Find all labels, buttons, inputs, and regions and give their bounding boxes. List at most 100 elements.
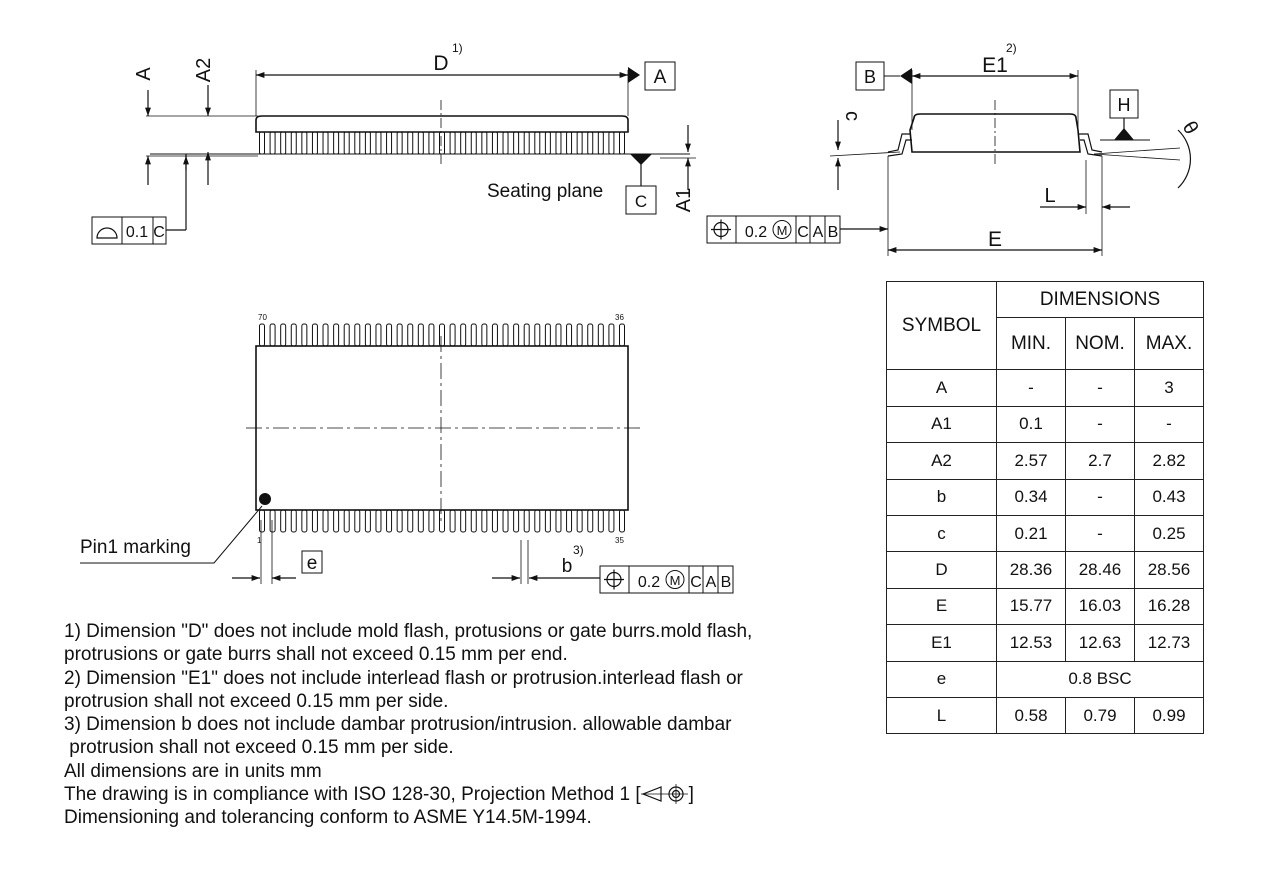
note-3-line-2: protrusion shall not exceed 0.15 mm per …	[64, 737, 454, 759]
projection-method-icon	[640, 784, 688, 805]
lead	[608, 323, 615, 347]
nom-cell: 28.46	[1065, 551, 1135, 589]
lead	[311, 131, 318, 155]
lead	[523, 131, 530, 155]
min-header: MIN.	[996, 317, 1066, 371]
lead	[523, 323, 530, 347]
pin-36-label: 36	[615, 313, 624, 322]
lead	[333, 323, 340, 347]
lead	[460, 323, 467, 347]
lead	[597, 323, 604, 347]
lead	[449, 509, 456, 533]
lead	[280, 131, 287, 155]
lead	[587, 131, 594, 155]
lead	[587, 323, 594, 347]
svg-text:0.1: 0.1	[126, 224, 148, 241]
position-icon	[711, 219, 731, 240]
svg-text:C: C	[153, 224, 165, 241]
lead	[555, 131, 562, 155]
symbol-cell: c	[886, 514, 997, 553]
lead	[386, 509, 393, 533]
lead	[259, 323, 265, 347]
nom-cell: 12.63	[1065, 624, 1135, 662]
lead	[491, 131, 498, 155]
datum-triangle-icon	[628, 67, 640, 83]
svg-text:B: B	[721, 574, 732, 591]
lead	[386, 323, 393, 347]
lead	[513, 323, 520, 347]
symbol-cell: e	[886, 660, 997, 698]
datum-h-label: H	[1118, 95, 1131, 115]
max-cell: 0.99	[1134, 696, 1204, 735]
note-ref-2: 2)	[1006, 41, 1017, 55]
lead	[460, 131, 467, 155]
pin1-marker-dot	[259, 493, 271, 505]
lead	[555, 323, 562, 347]
lead	[587, 509, 594, 533]
lead	[343, 509, 350, 533]
pin-1-label: 1	[257, 536, 262, 545]
lead	[343, 323, 350, 347]
note-2-line-2: protrusion shall not exceed 0.15 mm per …	[64, 690, 449, 712]
min-cell: 0.58	[996, 696, 1066, 735]
min-cell: 0.34	[996, 478, 1066, 516]
lead	[364, 509, 371, 533]
min-cell: 15.77	[996, 587, 1066, 626]
mmc-modifier-icon	[665, 570, 685, 589]
max-cell: 28.56	[1134, 551, 1204, 589]
asme-note: Dimensioning and tolerancing conform to …	[64, 807, 592, 829]
lead	[439, 131, 445, 155]
lead	[576, 509, 583, 533]
note-1-line-2: protrusions or gate burrs shall not exce…	[64, 644, 568, 666]
nom-cell: -	[1065, 405, 1135, 444]
svg-text:0.2: 0.2	[745, 224, 767, 241]
lead	[290, 131, 297, 155]
svg-text:M: M	[777, 223, 788, 238]
lead	[428, 509, 435, 533]
svg-text:0.2: 0.2	[638, 574, 660, 591]
svg-text:B: B	[828, 224, 839, 241]
iso-note: The drawing is in compliance with ISO 12…	[64, 784, 694, 806]
datum-triangle-icon	[900, 68, 912, 84]
lead	[481, 509, 488, 533]
dimensions-header: DIMENSIONS	[996, 280, 1204, 319]
lead	[534, 509, 541, 533]
symbol-cell: A1	[886, 405, 997, 444]
dim-d-label: D	[433, 52, 448, 75]
lead	[375, 323, 382, 347]
flatness-tolerance-frame: 0.1 C	[91, 216, 167, 245]
lead	[523, 509, 530, 533]
lead	[555, 509, 562, 533]
pin-70-label: 70	[258, 313, 267, 322]
lead	[322, 131, 329, 155]
lead	[417, 323, 424, 347]
position-icon	[604, 569, 624, 590]
lead	[470, 509, 477, 533]
lead	[417, 509, 424, 533]
lead	[566, 323, 573, 347]
lead	[502, 131, 509, 155]
lead	[597, 509, 604, 533]
lead	[619, 509, 625, 533]
nom-cell: 16.03	[1065, 587, 1135, 626]
dim-a2-label: A2	[193, 58, 215, 82]
min-cell: 2.57	[996, 442, 1066, 480]
lead	[619, 323, 625, 347]
lead	[364, 323, 371, 347]
lead	[460, 509, 467, 533]
end-view	[829, 70, 1191, 256]
lead	[439, 323, 445, 347]
symbol-cell: A2	[886, 442, 997, 480]
lead	[491, 509, 498, 533]
lead	[439, 509, 445, 533]
lead	[269, 509, 276, 533]
lead	[407, 131, 414, 155]
